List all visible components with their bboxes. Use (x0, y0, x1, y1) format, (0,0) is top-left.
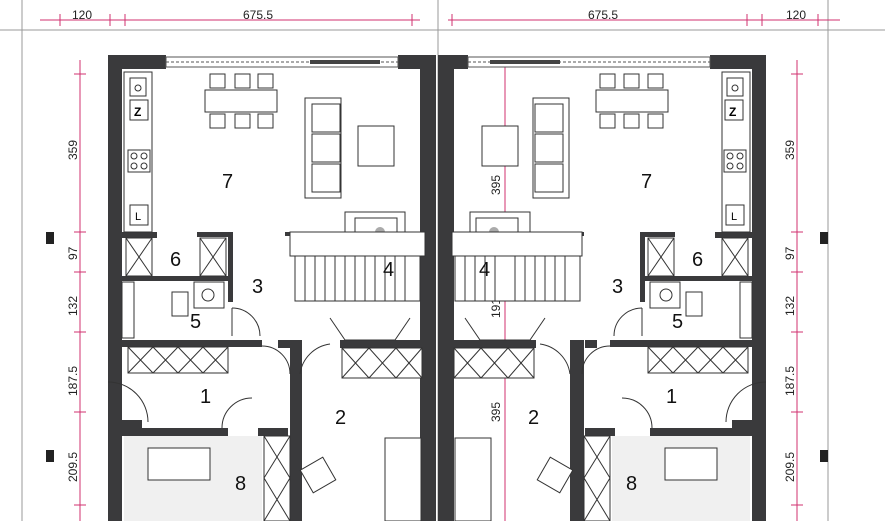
room-label: 2 (335, 407, 346, 429)
left-wardrobes (125, 237, 423, 521)
dim-center-1: 191 (489, 298, 503, 318)
dim-right-0: 359 (783, 140, 797, 160)
frame-marker (820, 450, 828, 462)
right-sofa (481, 97, 570, 199)
room-label: 5 (672, 311, 683, 333)
washer-icon (725, 204, 745, 226)
fridge-label: Z (134, 105, 141, 119)
left-fireplace (289, 211, 426, 257)
dim-left-2: 132 (66, 296, 80, 316)
room-label: 4 (383, 259, 394, 281)
dim-top-left-0: 120 (72, 8, 92, 22)
washbasin-icon (649, 281, 681, 309)
right-stairs (454, 255, 581, 341)
room-label: 8 (626, 473, 637, 495)
room-labels-left: 7 6 3 4 5 1 2 8 (170, 171, 394, 495)
room-label: 7 (641, 171, 652, 193)
left-bathroom (121, 281, 261, 339)
dim-right-1: 97 (783, 246, 797, 260)
chair (536, 456, 574, 494)
frame-marker (46, 450, 54, 462)
toilet-icon (171, 291, 189, 317)
dim-top-right-1: 120 (786, 8, 806, 22)
room-labels-right: 7 6 3 4 5 1 2 8 (479, 171, 703, 495)
dim-center-0: 395 (489, 175, 503, 195)
room-label: 6 (692, 249, 703, 271)
right-wardrobes (453, 237, 749, 521)
top-dimension-right: 675.5 120 (448, 8, 840, 26)
right-vertical-dimension: 359 97 132 187.5 209.5 (783, 60, 803, 521)
dim-center-2: 395 (489, 402, 503, 422)
washer-label: L (135, 211, 141, 223)
toilet-icon (685, 291, 703, 317)
room-label: 6 (170, 249, 181, 271)
windows-top (165, 56, 711, 68)
room-label: 2 (528, 407, 539, 429)
dim-right-4: 209.5 (783, 452, 797, 482)
room-label: 5 (190, 311, 201, 333)
left-kitchen: Z L (123, 71, 153, 233)
dim-left-1: 97 (66, 246, 80, 260)
room-label: 7 (222, 171, 233, 193)
dim-right-2: 132 (783, 296, 797, 316)
room-label: 4 (479, 259, 490, 281)
dim-top-left-1: 675.5 (243, 8, 273, 22)
sink-icon (129, 77, 147, 97)
washbasin-icon (193, 281, 225, 309)
left-bedroom (124, 436, 422, 521)
left-sofa (304, 97, 395, 199)
frame-marker (820, 232, 828, 244)
right-fireplace (451, 211, 583, 257)
coffee-table (481, 125, 519, 167)
chair (299, 456, 337, 494)
room-label: 8 (235, 473, 246, 495)
fridge-icon (129, 99, 149, 121)
stove-icon (127, 149, 151, 173)
coffee-table (357, 125, 395, 167)
right-bedroom (454, 436, 750, 521)
desk (384, 437, 422, 521)
stove-icon (723, 149, 747, 173)
dim-right-3: 187.5 (783, 366, 797, 396)
desk (454, 437, 492, 521)
washer-label: L (731, 211, 737, 223)
dim-top-right-0: 675.5 (588, 8, 618, 22)
fridge-icon (724, 99, 744, 121)
room-label: 1 (200, 386, 211, 408)
sink-icon (726, 77, 744, 97)
washer-icon (129, 204, 149, 226)
frame-marker (46, 232, 54, 244)
dim-left-0: 359 (66, 140, 80, 160)
fridge-label: Z (729, 105, 736, 119)
room-label: 3 (252, 276, 263, 298)
dim-left-3: 187.5 (66, 366, 80, 396)
right-bathroom (613, 281, 753, 339)
left-doors (107, 343, 331, 429)
left-dining-table (204, 73, 278, 129)
right-doors (539, 343, 767, 429)
top-dimension-left: 120 675.5 (40, 8, 420, 26)
dim-left-4: 209.5 (66, 452, 80, 482)
room-label: 3 (612, 276, 623, 298)
right-kitchen: Z L (721, 71, 751, 233)
left-stairs (294, 255, 421, 341)
room-label: 1 (666, 386, 677, 408)
left-vertical-dimension: 359 97 132 187.5 209.5 (66, 60, 86, 521)
right-dining-table (595, 73, 669, 129)
